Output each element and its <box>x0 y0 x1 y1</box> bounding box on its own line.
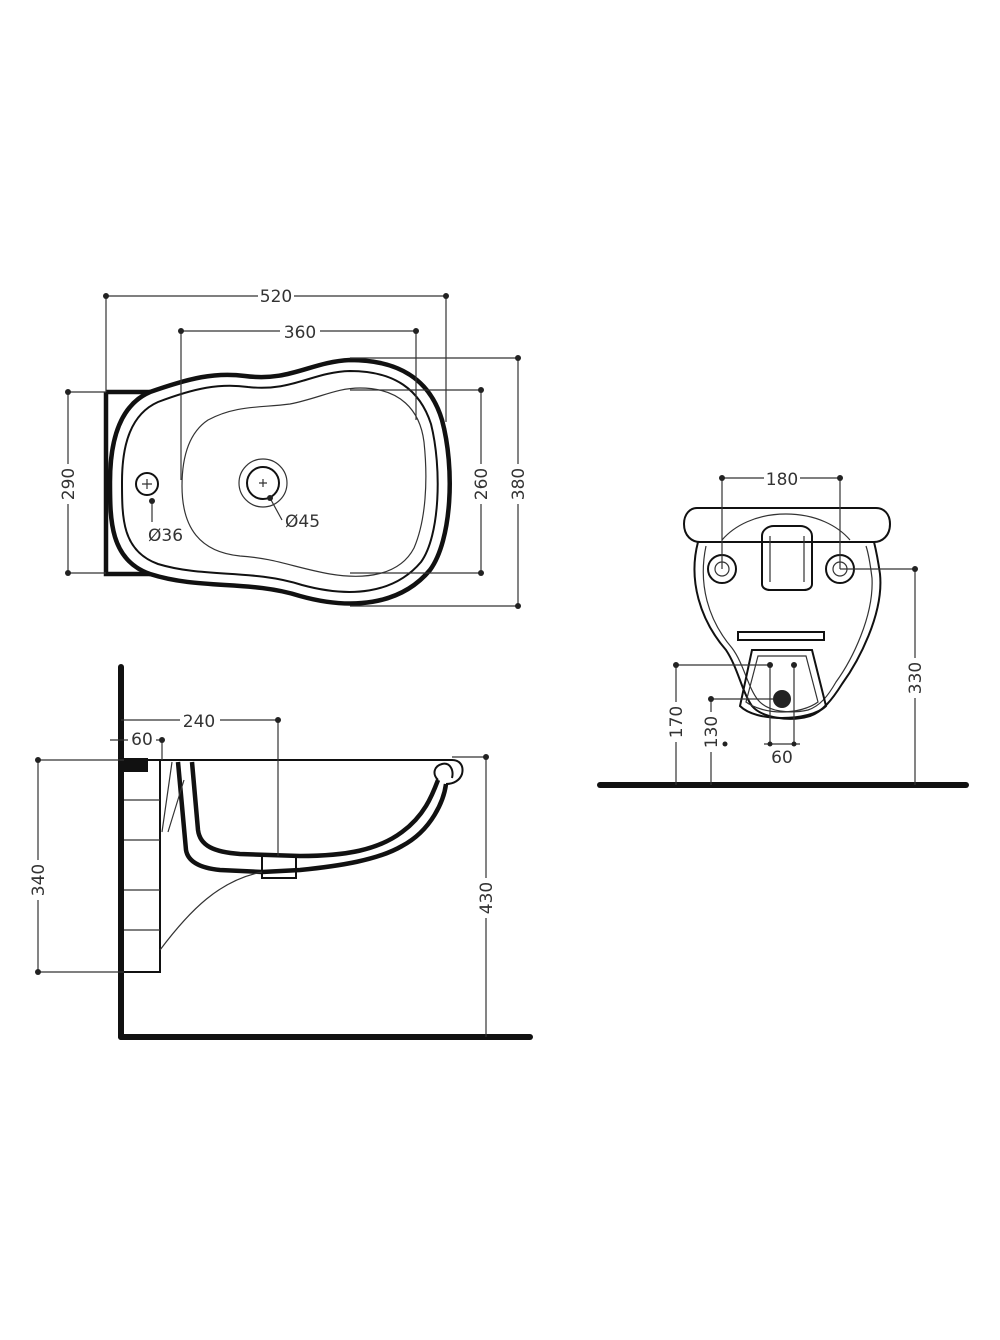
dim-fixing-spacing: 180 <box>766 470 798 490</box>
side-bowl-outer <box>175 761 449 875</box>
top-wall-plate <box>103 389 150 577</box>
dim-260-start-dot <box>478 387 484 393</box>
dim-wall-depth: 290 <box>59 468 79 500</box>
tap-hole <box>135 472 159 496</box>
rear-slot <box>737 631 825 641</box>
rear-body-inner <box>702 545 873 713</box>
side-support-curve <box>159 871 263 951</box>
dim-290-end-dot <box>65 570 71 576</box>
dim-290-start-dot <box>65 389 71 395</box>
dim-drain-offset: 240 <box>183 712 215 732</box>
dim-130-mark <box>722 741 728 747</box>
dim-basin-width: 360 <box>284 323 316 343</box>
dim-60-rear-left-dot <box>767 662 773 668</box>
top-basin-bowl <box>181 387 427 577</box>
dim-330-line <box>840 568 916 785</box>
dim-basin-depth: 260 <box>472 468 492 500</box>
rear-outlet-frame-inner <box>745 655 819 713</box>
dim-60-rear-left-end <box>767 741 773 747</box>
rear-outlet-frame <box>738 649 828 720</box>
dim-60-rear-right-dot <box>791 662 797 668</box>
dim-430-dot <box>483 754 489 760</box>
dim-60-rear-right-end <box>791 741 797 747</box>
dim-520-start-dot <box>103 293 109 299</box>
leader-tap-dot <box>149 498 155 504</box>
dim-380-end-dot <box>515 603 521 609</box>
rear-view: 180 330 170 130 60 <box>597 467 969 788</box>
dim-180-end-dot <box>837 475 843 481</box>
rear-body-outer <box>693 541 882 720</box>
dim-wall-gap: 60 <box>131 730 153 750</box>
drain-hole-cross <box>259 479 267 487</box>
dim-520-end-dot <box>443 293 449 299</box>
dim-380-line <box>350 357 519 607</box>
side-rim <box>148 759 464 785</box>
dim-outlet-height: 130 <box>702 716 722 748</box>
side-bowl-inner <box>189 761 441 859</box>
side-bracket-segments <box>124 799 160 931</box>
dim-depth-overall: 380 <box>509 468 529 500</box>
dim-340-start-dot <box>35 757 41 763</box>
rear-center-recess <box>761 525 813 591</box>
leader-drain-hole <box>269 497 283 521</box>
drain-hole-diameter-label: Ø45 <box>285 512 320 532</box>
side-bracket <box>124 759 161 973</box>
top-view: 520 360 290 260 380 Ø36 Ø45 <box>58 284 529 609</box>
side-support-line <box>161 761 185 833</box>
dim-inlet-spacing: 60 <box>771 748 793 768</box>
dim-170-line <box>675 664 770 785</box>
rear-outlet <box>773 690 791 708</box>
dim-180-start-dot <box>719 475 725 481</box>
dim-340-line <box>37 759 124 973</box>
tap-hole-cross <box>142 479 152 489</box>
dim-170-dot <box>673 662 679 668</box>
rear-center-arch <box>721 513 851 541</box>
rear-center-recess-inner <box>769 536 805 582</box>
dim-330-dot <box>912 566 918 572</box>
dim-130-dot <box>708 696 714 702</box>
side-rim-curl <box>433 762 454 781</box>
leader-drain-dot <box>267 495 273 501</box>
dim-fixing-height: 330 <box>906 662 926 694</box>
dim-340-end-dot <box>35 969 41 975</box>
dim-240-dot <box>275 717 281 723</box>
drain-hole-inner <box>246 466 280 500</box>
side-top-block <box>124 758 148 772</box>
dim-rim-height: 430 <box>477 882 497 914</box>
top-outer-outline <box>107 357 452 606</box>
dim-body-height: 340 <box>29 864 49 896</box>
dim-360-start-dot <box>178 328 184 334</box>
dim-260-end-dot <box>478 570 484 576</box>
drain-hole-outer <box>238 458 288 508</box>
dim-360-line <box>180 330 417 480</box>
dim-180-line <box>721 477 841 569</box>
side-drain-fitting <box>261 855 297 879</box>
dim-60-side-dot <box>159 737 165 743</box>
dim-inlet-height: 170 <box>667 706 687 738</box>
dim-360-end-dot <box>413 328 419 334</box>
dim-380-start-dot <box>515 355 521 361</box>
dim-width-overall: 520 <box>260 287 292 307</box>
top-inner-rim <box>120 369 439 593</box>
tap-hole-diameter-label: Ø36 <box>148 526 183 546</box>
side-view: 240 60 340 430 <box>28 664 533 1040</box>
